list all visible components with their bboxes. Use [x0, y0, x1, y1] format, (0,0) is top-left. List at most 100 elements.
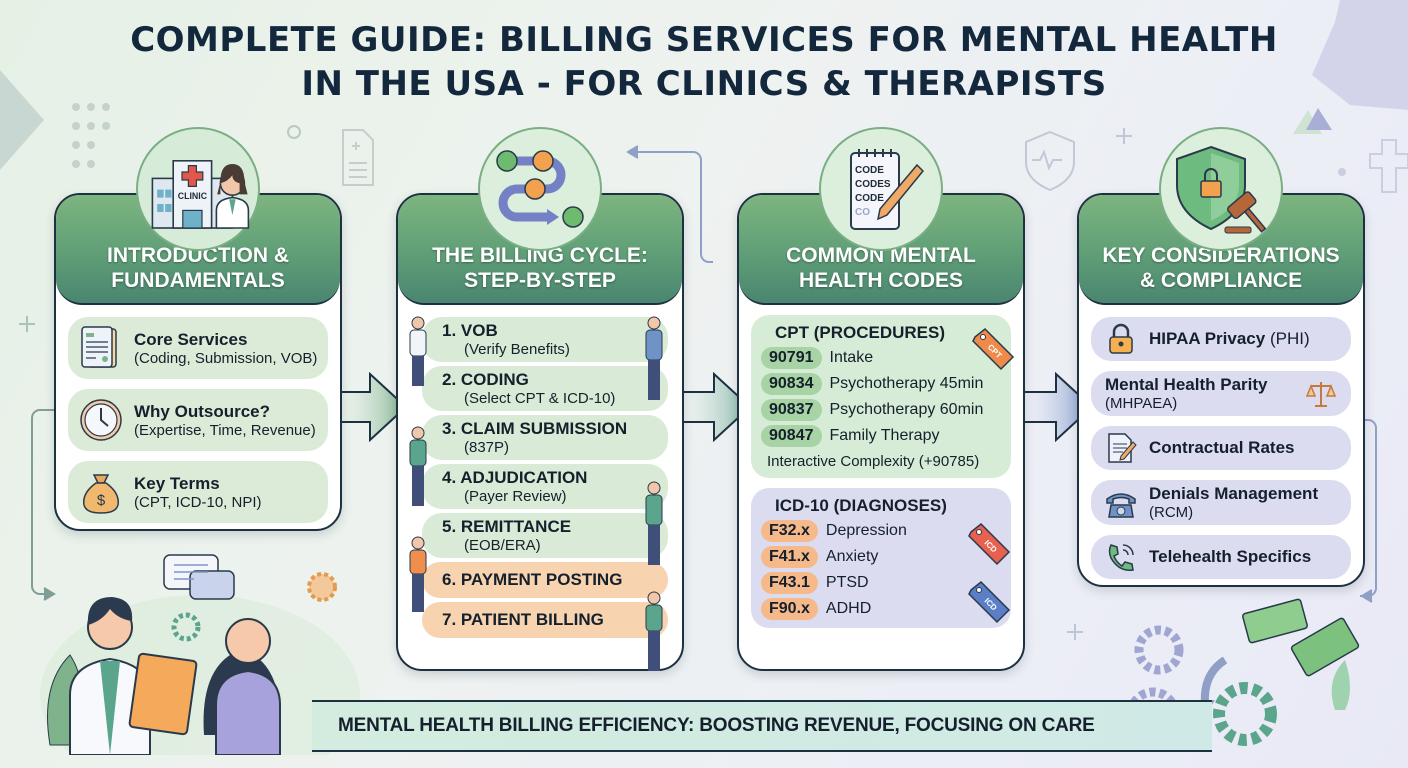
code-row: F41.x Anxiety [761, 546, 1001, 568]
polygon-decoration-top-right [1312, 0, 1408, 110]
code-pill: 90834 [761, 373, 822, 395]
shield-heartbeat-icon [1025, 130, 1075, 192]
code-pill: F41.x [761, 546, 818, 568]
step-title: 6. PAYMENT POSTING [442, 570, 623, 589]
telephone-icon [1106, 492, 1136, 518]
icd-codes-box: ICD-10 (DIAGNOSES) F32.x Depression F41.x… [751, 488, 1011, 628]
code-label: PTSD [825, 574, 869, 591]
person-icon [645, 481, 663, 565]
compliance-item-hipaa: HIPAA Privacy (PHI) [1091, 317, 1351, 361]
patient-figure [203, 618, 281, 755]
step-detail: (Payer Review) [464, 488, 567, 505]
intro-item-title: Why Outsource? [134, 401, 271, 421]
code-label: Intake [829, 349, 874, 366]
panel-heading: KEY CONSIDERATIONS & COMPLIANCE [1102, 244, 1340, 292]
code-label: ADHD [825, 600, 872, 617]
step-title: 7. PATIENT BILLING [442, 610, 604, 629]
notepad-line: CODE [855, 193, 884, 204]
panel-heading: INTRODUCTION & FUNDAMENTALS [107, 244, 289, 292]
clinic-doctor-icon: CLINIC [136, 127, 260, 251]
code-row: 90834 Psychotherapy 45min [761, 373, 1001, 395]
code-pill: 90791 [761, 347, 822, 369]
billing-step-claim-submission: 3. CLAIM SUBMISSION (837P) [422, 415, 668, 460]
speech-bubble-icon [163, 554, 235, 600]
intro-item-why-outsource: Why Outsource? (Expertise, Time, Revenue… [68, 389, 328, 451]
gear-icon [1134, 625, 1184, 675]
code-label: Family Therapy [829, 427, 940, 444]
workflow-checks-icon [478, 127, 602, 251]
cpt-codes-box: CPT (PROCEDURES) 90791 Intake 90834 Psycho… [751, 315, 1015, 478]
plus-decoration [1116, 128, 1132, 144]
compliance-item-contractual-rates: Contractual Rates [1091, 426, 1351, 470]
billing-step-patient-billing: 7. PATIENT BILLING [422, 602, 668, 638]
notepad-line: CO [855, 207, 870, 218]
svg-text:CODE CODES COD: CODE CODES CODE CO [855, 165, 893, 218]
staff-figures-right [645, 316, 663, 671]
revenue-gears-illustration [1126, 598, 1360, 746]
compliance-item-telehealth: Telehealth Specifics [1091, 535, 1351, 579]
banknote-icon [1242, 598, 1308, 644]
notepad-line: CODES [855, 179, 891, 190]
flow-arrow-3 [1022, 372, 1094, 442]
code-pill: 90837 [761, 399, 822, 421]
code-pill: F32.x [761, 520, 818, 542]
gear-icon [1213, 682, 1277, 746]
code-label: Psychotherapy 45min [829, 375, 984, 392]
intro-item-detail: (Expertise, Time, Revenue) [134, 421, 316, 439]
cpt-tag-icon: CPT [972, 327, 1015, 371]
cpt-note: Interactive Complexity (+90785) [767, 453, 980, 470]
billing-step-adjudication: 4. ADJUDICATION (Payer Review) [422, 464, 668, 509]
compliance-title: Mental Health Parity [1105, 375, 1268, 394]
compliance-title: HIPAA Privacy [1149, 329, 1266, 348]
step-title: 2. CODING [442, 370, 529, 389]
intro-item-key-terms: $ Key Terms (CPT, ICD-10, NPI) [68, 461, 328, 523]
plus-decoration-left [19, 316, 35, 332]
code-row: 90847 Family Therapy [761, 425, 1001, 447]
medical-document-icon [342, 129, 374, 186]
intro-item-detail: (CPT, ICD-10, NPI) [134, 493, 262, 511]
intro-item-core-services: Core Services (Coding, Submission, VOB) [68, 317, 328, 379]
compliance-detail: (RCM) [1149, 504, 1194, 521]
billing-step-coding: 2. CODING (Select CPT & ICD-10) [422, 366, 668, 411]
flow-arrow-2 [680, 372, 752, 442]
icd-tag-icon-blue: ICD [968, 580, 1011, 624]
cross-outline-decoration [1369, 139, 1408, 193]
icd-heading: ICD-10 (DIAGNOSES) [775, 496, 947, 515]
step-detail: (EOB/ERA) [464, 537, 541, 554]
person-icon [409, 536, 427, 612]
person-icon [645, 591, 663, 671]
clinic-sign: CLINIC [178, 191, 208, 201]
code-pill: 90847 [761, 425, 822, 447]
compliance-title: Contractual Rates [1149, 438, 1295, 457]
code-row: F32.x Depression [761, 520, 1001, 542]
intro-item-title: Core Services [134, 329, 248, 349]
shield-lock-gavel-icon [1159, 127, 1283, 251]
compliance-title: Denials Management [1149, 484, 1319, 503]
phone-call-icon [1108, 544, 1134, 571]
staff-figures-left [409, 316, 427, 612]
contract-pen-icon [1108, 433, 1137, 463]
step-detail: (Verify Benefits) [464, 341, 570, 358]
cpt-heading: CPT (PROCEDURES) [775, 323, 946, 342]
plus-decoration-right [1067, 624, 1083, 640]
billing-step-payment-posting: 6. PAYMENT POSTING [422, 562, 668, 598]
billing-step-vob: 1. VOB (Verify Benefits) [422, 317, 668, 362]
billing-step-remittance: 5. REMITTANCE (EOB/ERA) [422, 513, 668, 558]
code-notepad-icon: CODE CODES CODE CO [819, 127, 943, 251]
step-title: 4. ADJUDICATION [442, 468, 588, 487]
code-label: Depression [825, 522, 907, 539]
notepad-line: CODE [855, 165, 884, 176]
page-title: COMPLETE GUIDE: BILLING SERVICES FOR MEN… [0, 18, 1408, 106]
document-icon [81, 326, 117, 368]
code-label: Anxiety [825, 548, 879, 565]
dot-decoration [1338, 168, 1346, 176]
flow-connector-left [31, 409, 60, 601]
money-bag-icon: $ [83, 474, 119, 514]
person-icon [645, 316, 663, 400]
ring-decoration [287, 125, 301, 139]
intro-item-detail: (Coding, Submission, VOB) [134, 349, 318, 367]
